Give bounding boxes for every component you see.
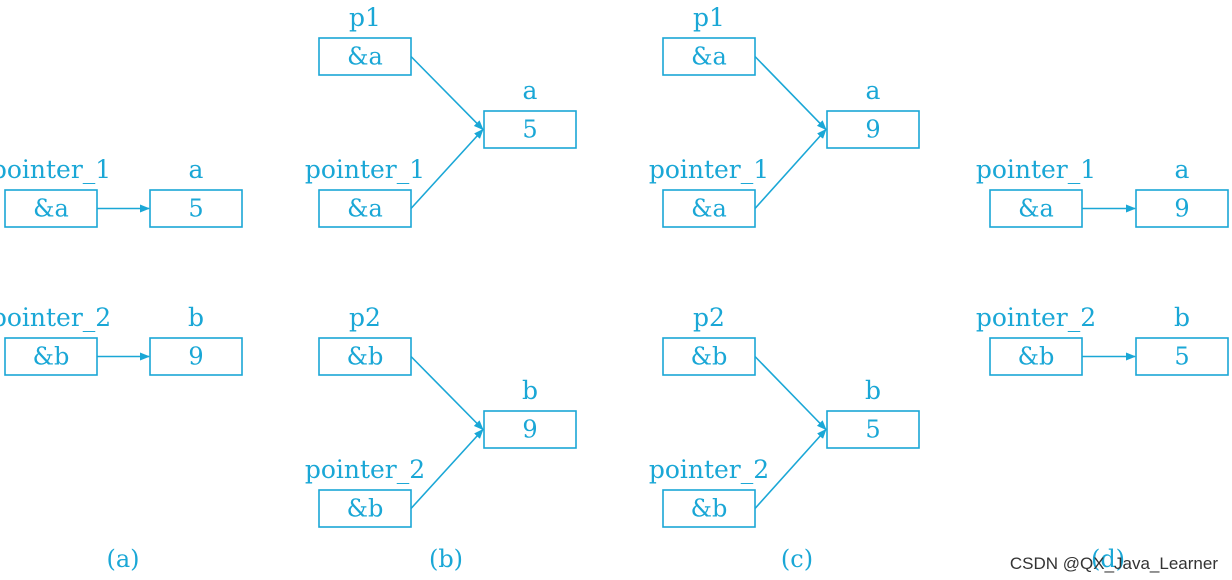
pointer-arrow	[410, 128, 484, 210]
box-value: &a	[347, 43, 383, 71]
box-label: b	[522, 376, 538, 405]
panel-caption: (b)	[429, 545, 463, 573]
box-value: &b	[691, 495, 728, 523]
box-label: b	[188, 303, 204, 332]
box-label: a	[1175, 155, 1190, 184]
variable-box-a	[149, 189, 243, 228]
box-label: b	[865, 376, 881, 405]
panel-b: p1&a pointer_1&a a 5 p2&b pointer_2&b b 9 (b)	[305, 3, 577, 573]
box-value: 9	[188, 343, 203, 371]
variable-box-b	[1135, 337, 1229, 376]
box-label: a	[189, 155, 204, 184]
box-label: p1	[693, 3, 725, 32]
box-value: 5	[188, 195, 203, 223]
box-label: pointer_1	[649, 155, 769, 184]
box-label: b	[1174, 303, 1190, 332]
box-value: 9	[1174, 195, 1189, 223]
box-value: 9	[522, 416, 537, 444]
variable-box-b	[483, 410, 577, 449]
variable-box-b	[826, 410, 920, 449]
pointer-arrow	[410, 55, 484, 131]
pointer-arrow	[754, 55, 827, 131]
box-label: a	[866, 76, 881, 105]
box-label: pointer_1	[0, 155, 111, 184]
pointer-arrow	[754, 128, 827, 210]
box-value: &a	[1018, 195, 1054, 223]
variable-box-b	[149, 337, 243, 376]
box-value: &a	[691, 43, 727, 71]
box-value: &b	[347, 343, 384, 371]
pointer-arrow	[410, 355, 484, 431]
box-value: 5	[865, 416, 880, 444]
box-label: p1	[349, 3, 381, 32]
box-label: a	[523, 76, 538, 105]
pointer-arrow	[754, 428, 827, 510]
pointer-arrow	[754, 355, 827, 431]
box-label: pointer_1	[305, 155, 425, 184]
box-value: 9	[865, 116, 880, 144]
box-label: p2	[349, 303, 381, 332]
variable-box-a	[483, 110, 577, 149]
panel-a: pointer_1&a a 5 pointer_2&b b 9 (a)	[0, 155, 243, 573]
box-value: &a	[347, 195, 383, 223]
box-value: 5	[522, 116, 537, 144]
panel-d: pointer_1&a a 9 pointer_2&b b 5 (d)	[976, 155, 1229, 573]
panel-caption: (d)	[1091, 545, 1125, 573]
box-value: &b	[691, 343, 728, 371]
box-value: &a	[691, 195, 727, 223]
variable-box-a	[826, 110, 920, 149]
box-value: 5	[1174, 343, 1189, 371]
panel-c: p1&a pointer_1&a a 9 p2&b pointer_2&b b 5 (c)	[649, 3, 920, 573]
box-value: &b	[33, 343, 70, 371]
box-label: pointer_1	[976, 155, 1096, 184]
watermark: CSDN @QX_Java_Learner	[1009, 554, 1218, 573]
box-value: &b	[1018, 343, 1055, 371]
box-label: pointer_2	[0, 303, 111, 332]
box-value: &a	[33, 195, 69, 223]
box-label: pointer_2	[305, 455, 425, 484]
box-label: p2	[693, 303, 725, 332]
box-value: &b	[347, 495, 384, 523]
box-label: pointer_2	[976, 303, 1096, 332]
box-label: pointer_2	[649, 455, 769, 484]
panel-caption: (c)	[781, 545, 813, 573]
panel-caption: (a)	[106, 545, 139, 573]
variable-box-a	[1135, 189, 1229, 228]
pointer-arrow	[410, 428, 484, 510]
